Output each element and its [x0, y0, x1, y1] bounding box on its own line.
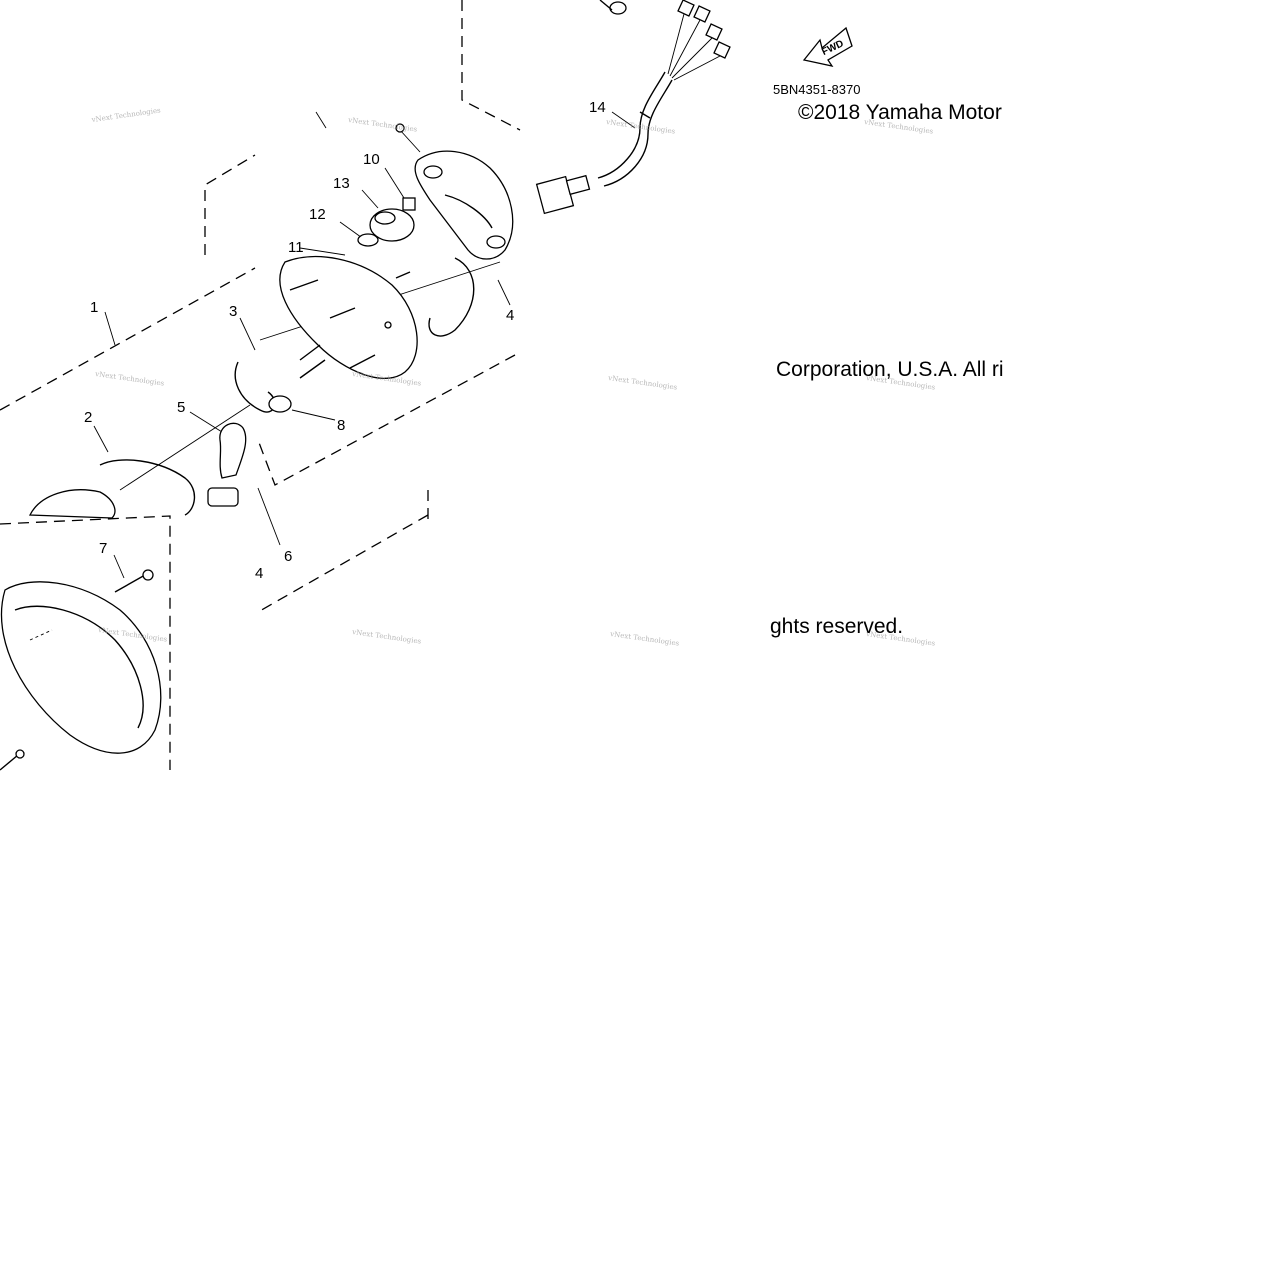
watermark: vNext Technologies	[90, 106, 161, 124]
reflector-and-gasket	[28, 459, 196, 519]
callout-4-upper: 4	[506, 307, 514, 324]
callout-5: 5	[177, 399, 185, 416]
callout-8: 8	[337, 417, 345, 434]
gasket-ring	[428, 257, 475, 337]
wire-harness	[535, 0, 731, 215]
callout-12: 12	[309, 206, 326, 223]
tail-lamp-lens	[0, 581, 162, 754]
callout-labels: 1 2 3 4 4 5 6 7 8 10 11 12 13 14	[84, 99, 606, 582]
socket-cord	[234, 344, 326, 413]
leader-lines	[93, 111, 636, 579]
copyright-line-3: ghts reserved.	[770, 615, 903, 638]
callout-4-lower: 4	[255, 565, 263, 582]
callout-14: 14	[589, 99, 606, 116]
top-fasteners	[599, 0, 627, 15]
watermark: vNext Technologies	[347, 116, 418, 134]
bulb-and-socket	[207, 422, 247, 507]
screw-parts	[0, 569, 154, 771]
callout-1: 1	[90, 299, 98, 316]
spacer-parts	[357, 123, 416, 247]
callout-3: 3	[229, 303, 237, 320]
callout-13: 13	[333, 175, 350, 192]
copyright-line-2: Corporation, U.S.A. All ri	[776, 358, 1004, 381]
group-outline-lens	[0, 515, 171, 770]
copyright-line-1: ©2018 Yamaha Motor	[798, 101, 1002, 124]
watermark: vNext Technologies	[94, 370, 165, 388]
part-code: 5BN4351-8370	[773, 82, 860, 97]
callout-6: 6	[284, 548, 292, 565]
lamp-housing	[279, 255, 418, 380]
watermark: vNext Technologies	[609, 630, 680, 648]
watermark: vNext Technologies	[607, 374, 678, 392]
callout-2: 2	[84, 409, 92, 426]
callout-11: 11	[288, 239, 304, 256]
group-outline-main	[0, 0, 521, 613]
watermark: vNext Technologies	[351, 628, 422, 646]
fwd-arrow-icon: FWD	[802, 26, 853, 67]
mounting-bracket	[414, 150, 514, 260]
callout-10: 10	[363, 151, 380, 168]
callout-7: 7	[99, 540, 107, 557]
